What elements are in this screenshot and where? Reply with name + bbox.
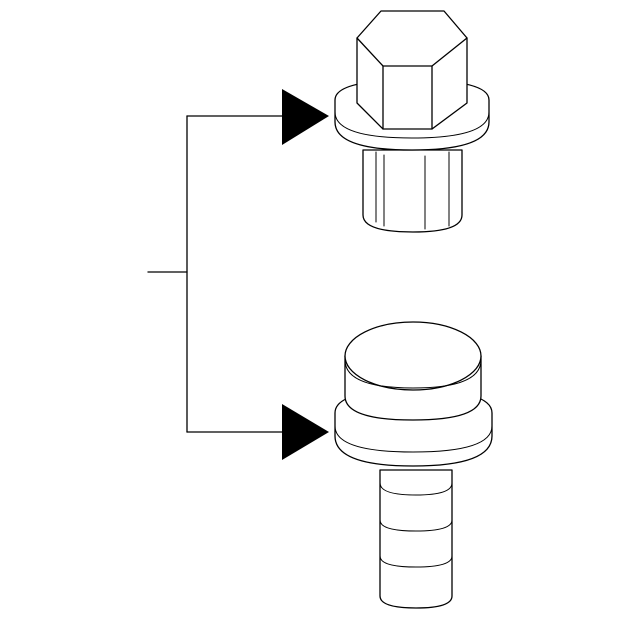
arrow-top-icon: [282, 89, 329, 145]
callout-leader: [147, 89, 329, 460]
round-bolt-head: [344, 321, 482, 421]
arrow-bottom-icon: [282, 404, 329, 460]
hex-bolt-shank: [362, 149, 463, 233]
hex-bolt-head: [356, 10, 468, 130]
round-head-bolt: [334, 321, 493, 609]
hex-head-bolt: [334, 10, 490, 233]
round-bolt-shank: [379, 469, 453, 609]
